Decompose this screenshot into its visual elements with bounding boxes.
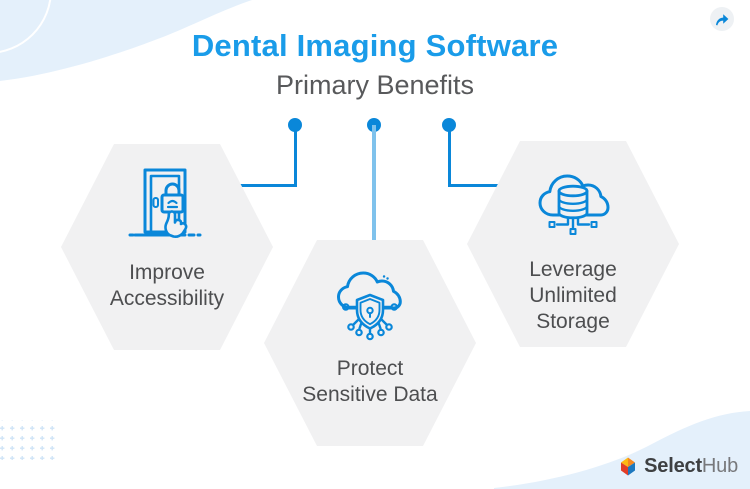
- share-arrow-icon: [716, 13, 729, 25]
- brand-text-light: Hub: [701, 455, 738, 477]
- connector-line-middle-vertical: [372, 125, 376, 242]
- door-fingerprint-lock-icon: [128, 168, 202, 238]
- connector-line-left-vertical: [293, 125, 297, 187]
- benefit-label-line: Protect: [336, 357, 404, 380]
- brand-text-bold: Select: [644, 455, 702, 477]
- page-title: Dental Imaging Software: [191, 28, 559, 63]
- benefit-label-security: Protect Sensitive Data: [302, 356, 437, 408]
- selecthub-cube-icon: [621, 457, 636, 476]
- cloud-shield-lock-icon: [337, 271, 402, 341]
- benefit-label-line: Accessibility: [109, 287, 225, 310]
- plus-grid-decoration: [0, 420, 58, 460]
- benefit-hexagon-accessibility: Improve Accessibility: [61, 144, 273, 350]
- selecthub-wordmark: SelectHub: [644, 455, 738, 478]
- selecthub-logo[interactable]: SelectHub: [618, 455, 738, 478]
- benefit-label-line: Leverage: [529, 258, 617, 281]
- cloud-database-storage-icon: [538, 174, 610, 235]
- share-button[interactable]: [710, 7, 734, 31]
- benefit-label-line: Sensitive Data: [302, 383, 438, 406]
- benefit-label-storage: Leverage Unlimited Storage: [529, 257, 617, 335]
- benefit-hexagon-security: Protect Sensitive Data: [264, 240, 476, 446]
- connector-line-right-vertical: [447, 125, 451, 187]
- connector-line-left-horizontal: [239, 184, 296, 187]
- benefit-label-line: Improve: [129, 261, 205, 284]
- benefit-label-line: Storage: [536, 310, 610, 333]
- benefit-hexagon-storage: Leverage Unlimited Storage: [467, 141, 679, 347]
- benefit-label-line: Unlimited: [529, 284, 617, 307]
- header: Dental Imaging Software Primary Benefits: [0, 28, 750, 101]
- page-subtitle: Primary Benefits: [275, 70, 475, 100]
- connector-line-right-horizontal: [448, 184, 505, 187]
- benefit-label-accessibility: Improve Accessibility: [110, 260, 224, 312]
